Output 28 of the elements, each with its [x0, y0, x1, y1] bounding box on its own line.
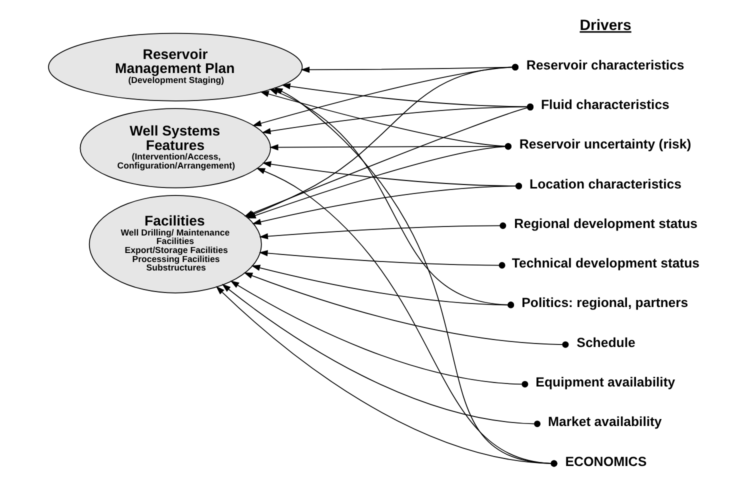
- arrow: [251, 264, 514, 308]
- node-text: Fluid characteristics: [540, 96, 670, 112]
- arrow: [252, 182, 522, 225]
- node-text: Technical development status: [512, 256, 700, 271]
- node-text: Politics: regional, partners: [522, 295, 688, 310]
- arrow: [244, 272, 569, 348]
- node-text: Reservoir uncertainty (risk): [519, 136, 692, 152]
- arrow: [222, 284, 541, 428]
- node-text: Regional development status: [514, 216, 698, 231]
- arrow: [216, 286, 558, 467]
- arrow: [269, 143, 512, 150]
- node-text: Market availability: [548, 414, 662, 430]
- arrow: [230, 280, 528, 388]
- arrow: [252, 64, 519, 126]
- label: Drivers: [580, 17, 632, 34]
- arrow: [258, 250, 506, 269]
- node-text: Location characteristics: [530, 176, 682, 192]
- node-text: Schedule: [576, 334, 636, 350]
- arrow: [260, 91, 512, 150]
- arrow: [262, 161, 522, 190]
- arrow: [300, 64, 519, 73]
- arrow: [274, 88, 558, 467]
- node-text: Reservoir characteristics: [526, 57, 684, 72]
- node-text: Equipment availability: [536, 374, 676, 390]
- arrow: [256, 168, 558, 467]
- arrow: [259, 222, 506, 240]
- node-ellipse: Reservoir Management Plan (Development Staging): [48, 32, 303, 102]
- node-text: ECONOMICS: [565, 454, 647, 469]
